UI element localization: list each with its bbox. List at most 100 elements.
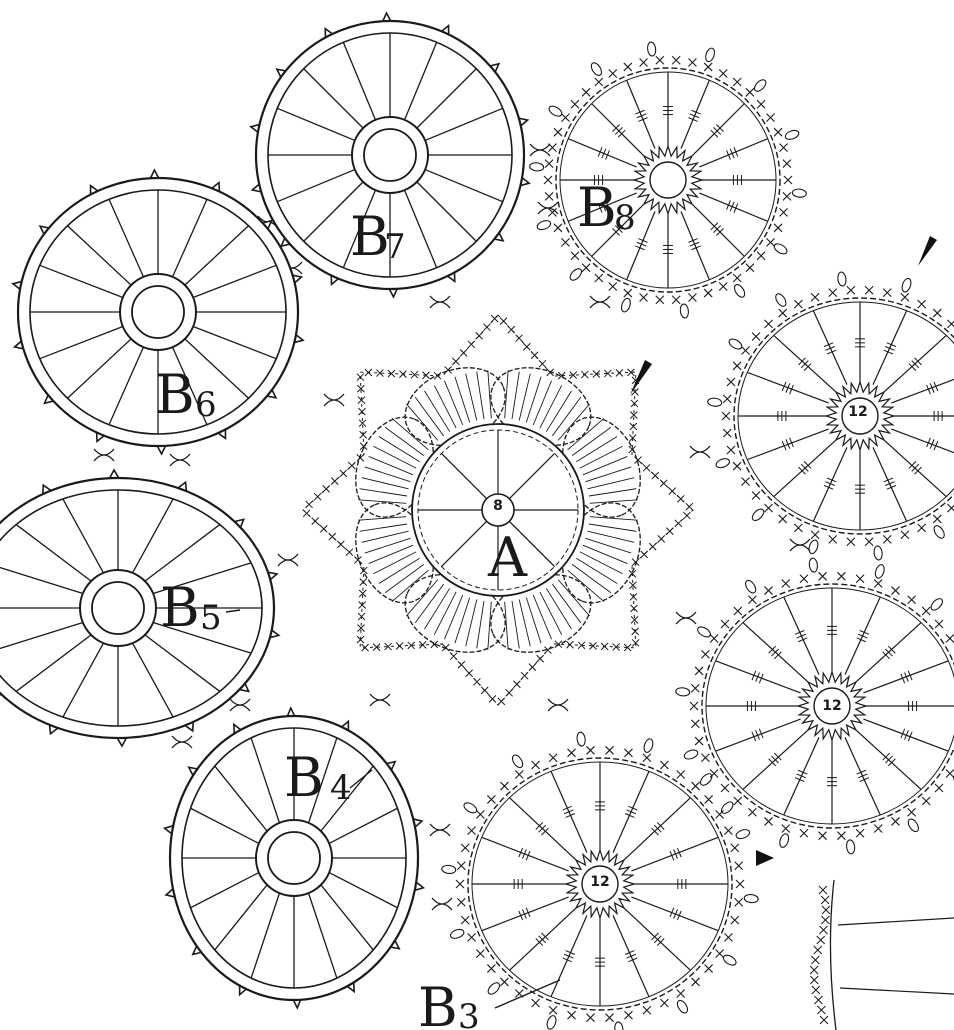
picot-loop <box>696 625 712 639</box>
sc-mark <box>883 289 891 297</box>
dc-mark <box>488 370 491 418</box>
picot-loop <box>873 545 883 560</box>
dc-mark <box>540 385 562 428</box>
dc-mark <box>425 391 450 432</box>
sc-mark <box>500 318 507 325</box>
sc-mark <box>735 862 743 870</box>
sc-mark <box>677 495 684 502</box>
spoke-line <box>631 837 718 871</box>
sc-mark <box>360 578 367 585</box>
label-B3: B 3 <box>418 976 560 1030</box>
motif-B8 <box>529 42 806 319</box>
hub-center <box>132 286 184 338</box>
sc-mark <box>811 293 819 301</box>
join-link <box>432 898 452 910</box>
sc-mark <box>581 371 588 378</box>
sc-mark <box>609 283 617 291</box>
sc-mark <box>582 88 590 96</box>
picot-loop <box>647 42 657 57</box>
sc-mark <box>649 543 656 550</box>
sc-mark <box>922 607 930 615</box>
picot-loop <box>536 219 552 231</box>
sc-mark <box>458 661 465 668</box>
sc-mark <box>468 341 475 348</box>
dc-mark <box>477 372 484 419</box>
sc-mark <box>704 289 712 297</box>
dc-mark <box>586 538 632 553</box>
hub-center <box>92 582 144 634</box>
label-B8-number: 8 <box>614 198 636 238</box>
sc-mark <box>516 335 523 342</box>
sc-mark <box>331 478 338 485</box>
sc-mark <box>780 144 788 152</box>
dc-mark <box>373 552 416 574</box>
sc-mark <box>537 655 544 662</box>
sc-mark <box>683 512 690 519</box>
motif-R1-center-count: 12 <box>848 404 867 420</box>
sc-mark <box>660 480 667 487</box>
sc-mark <box>811 956 819 964</box>
dc-mark <box>512 601 519 648</box>
join-link <box>676 612 696 624</box>
sc-mark <box>856 575 864 583</box>
sc-mark <box>765 587 773 595</box>
dc-mark <box>434 385 456 428</box>
sc-mark <box>498 698 505 705</box>
dc-mark <box>580 446 623 468</box>
sc-mark <box>529 664 536 671</box>
start-markers <box>630 236 937 866</box>
sc-mark <box>314 493 321 500</box>
picot-loop <box>704 47 716 63</box>
sc-mark <box>568 1011 576 1019</box>
hub-center <box>364 129 416 181</box>
picot-loop <box>752 78 768 94</box>
sc-mark <box>660 761 668 769</box>
sc-mark <box>721 784 729 792</box>
sc-mark <box>688 293 696 301</box>
sc-mark <box>779 309 787 317</box>
sc-mark <box>450 653 457 660</box>
sc-mark <box>733 78 741 86</box>
sc-mark <box>531 352 538 359</box>
sc-mark <box>545 192 553 200</box>
sc-mark <box>810 966 818 974</box>
dc-mark <box>589 524 636 531</box>
sc-mark <box>476 332 483 339</box>
picot-loop <box>743 579 757 595</box>
sc-mark <box>640 293 648 301</box>
sc-mark <box>677 989 685 997</box>
picot-loop <box>735 828 751 840</box>
picot-loop <box>486 981 502 997</box>
sc-mark <box>765 504 773 512</box>
picot-loop <box>732 283 746 299</box>
dc-mark <box>444 595 462 639</box>
sc-mark <box>821 896 829 904</box>
sc-mark <box>721 620 729 628</box>
dc-mark <box>365 467 411 482</box>
sc-mark <box>487 965 495 973</box>
sc-mark <box>731 844 739 852</box>
label-B8-letter: B <box>577 176 617 239</box>
sc-mark <box>672 296 680 304</box>
dc-mark <box>540 592 562 635</box>
spoke-line <box>627 80 655 148</box>
sc-mark <box>487 795 495 803</box>
start-marker-icon <box>918 236 937 266</box>
sc-mark <box>874 580 882 588</box>
spoke-line <box>482 897 569 931</box>
sc-mark <box>691 684 699 692</box>
sc-mark <box>692 782 700 790</box>
sc-mark <box>461 916 469 924</box>
sc-mark <box>658 535 665 542</box>
spoke-line <box>813 311 847 385</box>
sc-mark <box>704 63 712 71</box>
picot-loop <box>441 865 456 874</box>
spoke-line <box>681 80 709 148</box>
sc-mark <box>508 326 515 333</box>
sc-mark <box>606 1014 614 1022</box>
join-link <box>94 449 114 461</box>
sc-mark <box>656 296 664 304</box>
dc-mark <box>358 517 406 520</box>
sc-mark <box>820 926 828 934</box>
sc-mark <box>468 933 476 941</box>
